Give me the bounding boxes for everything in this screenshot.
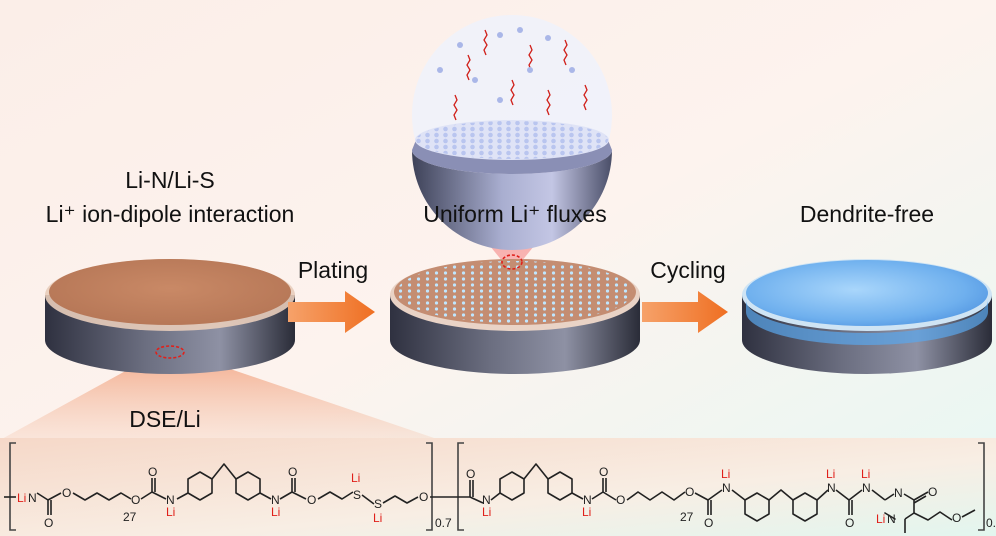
atom-label: O — [704, 516, 713, 530]
highlight-circle — [155, 345, 185, 359]
label-dse-li: DSE/Li — [129, 406, 201, 432]
atom-label: Li — [271, 505, 280, 519]
atom-label: Li — [826, 467, 835, 481]
chemical-structure: Li N O O O 27 O N Li N Li O O S Li S Li … — [4, 442, 996, 533]
atom-label: Li — [373, 511, 382, 525]
atom-label: O — [131, 493, 140, 507]
atom-label: Li — [876, 512, 885, 526]
atom-label: O — [62, 486, 71, 500]
structure-band — [0, 438, 996, 536]
plating-arrow — [288, 291, 375, 333]
disk-dse-li — [45, 259, 295, 374]
atom-label: Li — [582, 505, 591, 519]
atom-label: O — [44, 516, 53, 530]
fraction-label: 0.7 — [435, 516, 452, 530]
magnified-sphere — [412, 15, 612, 250]
atom-label: N — [166, 493, 175, 507]
atom-label: O — [616, 493, 625, 507]
atom-label: Li — [17, 491, 26, 505]
atom-label: O — [685, 485, 694, 499]
atom-label: N — [862, 481, 871, 495]
highlight-circle — [501, 254, 523, 270]
atom-label: N — [271, 493, 280, 507]
atom-label: Li — [166, 505, 175, 519]
atom-label: N — [827, 481, 836, 495]
label-plating: Plating — [298, 257, 368, 283]
label-dendrite-free: Dendrite-free — [800, 201, 934, 227]
atom-label: O — [845, 516, 854, 530]
atom-label: Li — [721, 467, 730, 481]
zoom-cone-structure — [0, 352, 440, 440]
atom-label: O — [307, 493, 316, 507]
atom-label: S — [353, 488, 361, 502]
atom-label: S — [374, 497, 382, 511]
disk-plating — [390, 254, 640, 374]
disk-dendrite-free — [742, 259, 992, 374]
atom-label: N — [28, 491, 37, 505]
atom-label: N — [722, 481, 731, 495]
atom-label: Li — [351, 471, 360, 485]
atom-label: N — [894, 486, 903, 500]
label-ion-dipole: Li⁺ ion-dipole interaction — [46, 201, 295, 227]
li-ions — [437, 27, 575, 103]
atom-label: O — [599, 465, 608, 479]
atom-label: O — [952, 511, 961, 525]
atom-label: N — [482, 493, 491, 507]
atom-label: Li — [861, 467, 870, 481]
cycling-arrow — [642, 291, 728, 333]
atom-label: O — [928, 485, 937, 499]
atom-label: O — [148, 465, 157, 479]
label-uniform-flux: Uniform Li⁺ fluxes — [423, 201, 606, 227]
li-ion-flux-arrows — [453, 29, 588, 121]
label-li-n-li-s: Li-N/Li-S — [125, 167, 214, 193]
atom-label: O — [419, 490, 428, 504]
fraction-label: 0.3 — [986, 516, 996, 530]
atom-label: O — [288, 465, 297, 479]
atom-label: Li — [482, 505, 491, 519]
label-cycling: Cycling — [650, 257, 725, 283]
atom-label: N — [887, 512, 896, 526]
repeat-count: 27 — [680, 510, 694, 524]
repeat-count: 27 — [123, 510, 137, 524]
atom-label: N — [583, 493, 592, 507]
atom-label: O — [466, 467, 475, 481]
